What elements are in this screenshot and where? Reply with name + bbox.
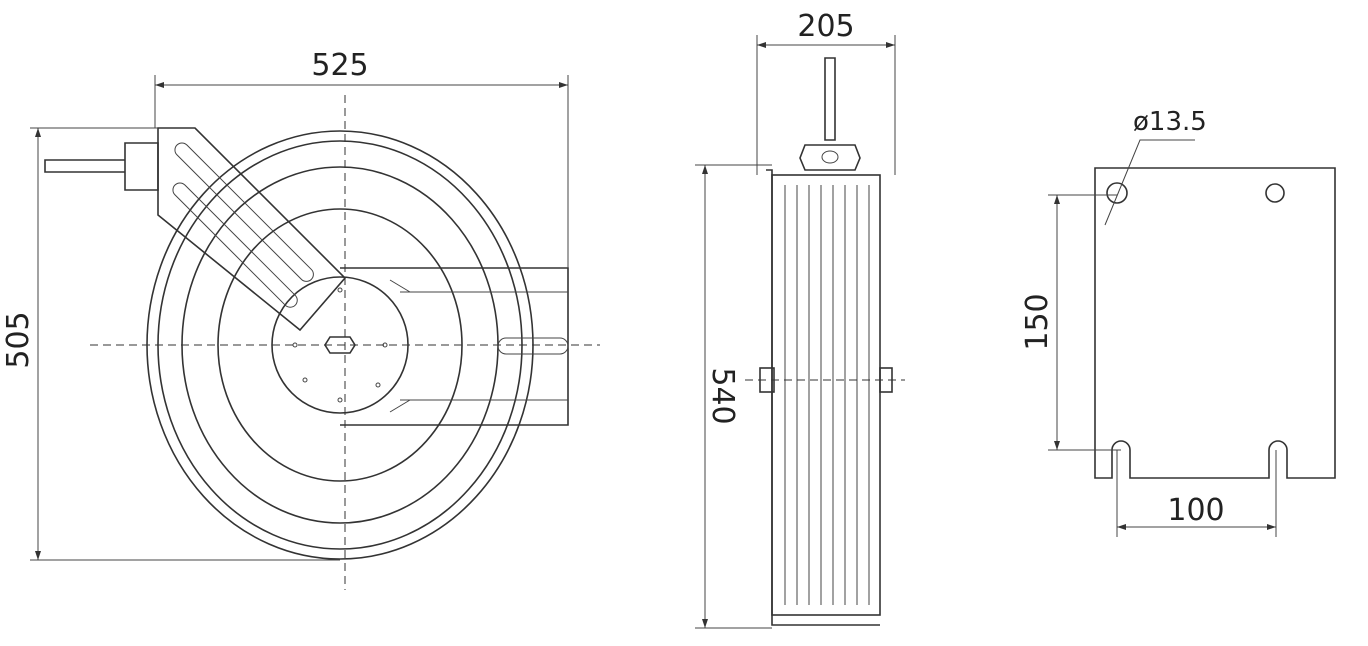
hose-inlet-side — [824, 57, 836, 141]
width-dimension: 525 — [311, 48, 368, 83]
front-view: 525 505 — [1, 48, 600, 590]
depth-dimension: 205 — [797, 9, 854, 44]
mount-hole — [1265, 183, 1285, 203]
vertical-spacing-dimension: 150 — [1020, 293, 1055, 350]
mount-plate — [1094, 167, 1336, 479]
hose-inlet — [44, 142, 159, 191]
side-view: 205 540 — [695, 9, 905, 629]
horizontal-spacing-dimension: 100 — [1167, 493, 1224, 528]
mount-bracket — [157, 127, 347, 332]
mount-hole — [1106, 182, 1128, 204]
mount-plate-view: ø13.5 150 100 — [1020, 107, 1336, 537]
hole-diameter-label: ø13.5 — [1133, 107, 1207, 137]
side-height-dimension: 540 — [705, 367, 740, 424]
side-bracket — [766, 169, 880, 626]
reel-drum — [771, 174, 881, 616]
height-dimension: 505 — [1, 311, 36, 368]
